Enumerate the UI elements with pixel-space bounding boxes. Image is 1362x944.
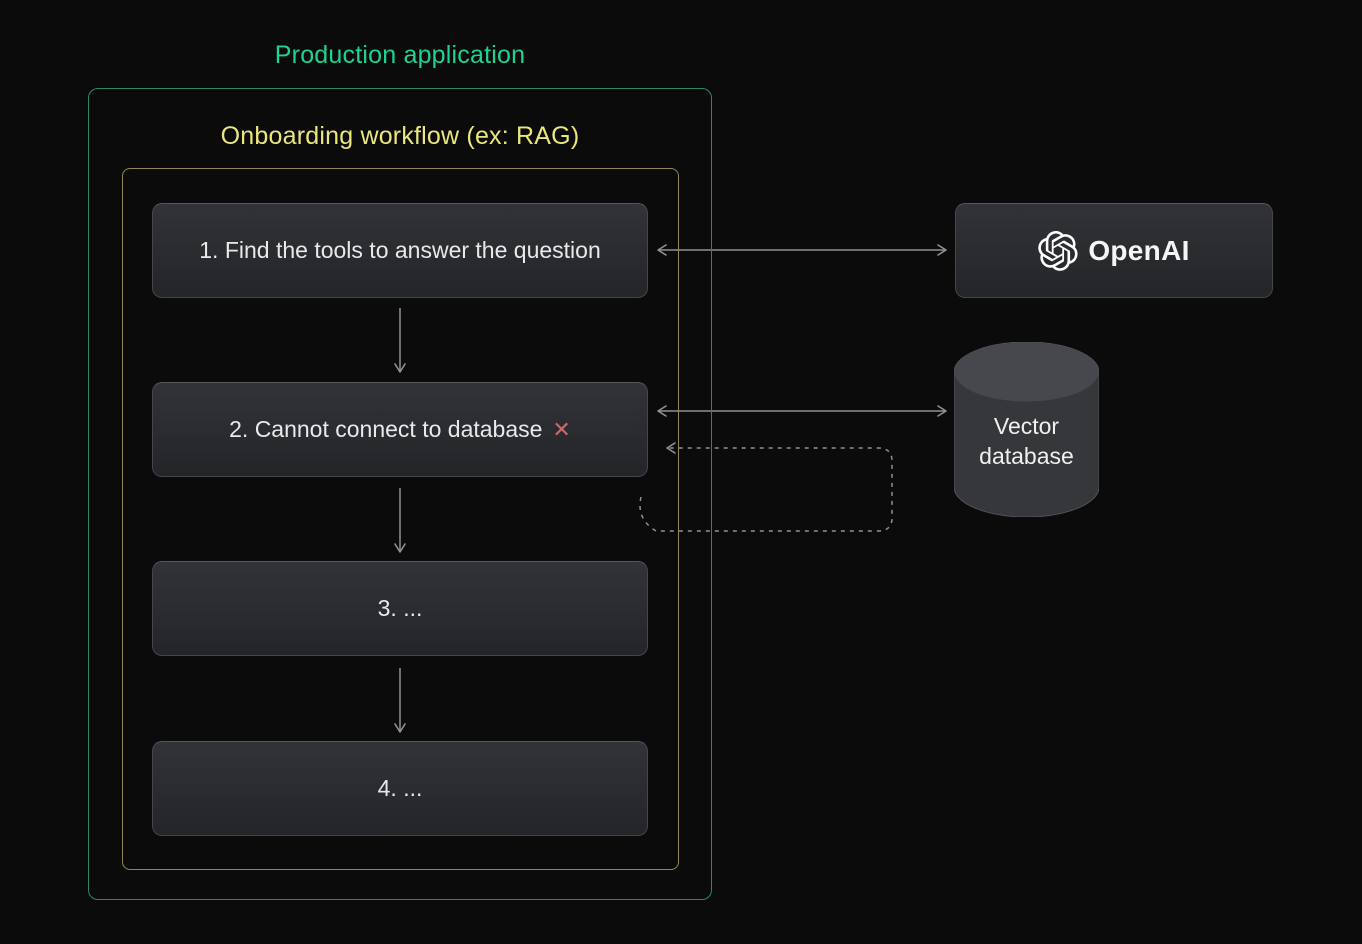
error-x-icon: ✕ — [552, 416, 571, 442]
vector-database-node: Vector database — [953, 341, 1100, 518]
openai-node: OpenAI — [955, 203, 1273, 298]
step-4-node: 4. ... — [152, 741, 648, 836]
production-application-title: Production application — [274, 41, 526, 69]
production-application-frame — [88, 88, 712, 900]
step-3-label: 3. ... — [377, 595, 423, 621]
onboarding-workflow-frame — [122, 168, 679, 870]
database-cylinder-icon: Vector database — [953, 341, 1100, 518]
step-3-node: 3. ... — [152, 561, 648, 656]
onboarding-workflow-title: Onboarding workflow (ex: RAG) — [220, 122, 580, 150]
vector-db-label-line2: database — [979, 443, 1074, 469]
step-2-node: 2. Cannot connect to database ✕ — [152, 382, 648, 477]
openai-logo-icon — [1038, 230, 1078, 271]
step-4-label: 4. ... — [377, 775, 423, 801]
step-1-node: 1. Find the tools to answer the question — [152, 203, 648, 298]
vector-db-label-line1: Vector — [994, 413, 1060, 439]
openai-label: OpenAI — [1088, 234, 1190, 266]
step-1-label: 1. Find the tools to answer the question — [199, 237, 601, 263]
step-2-label: 2. Cannot connect to database — [229, 416, 543, 442]
